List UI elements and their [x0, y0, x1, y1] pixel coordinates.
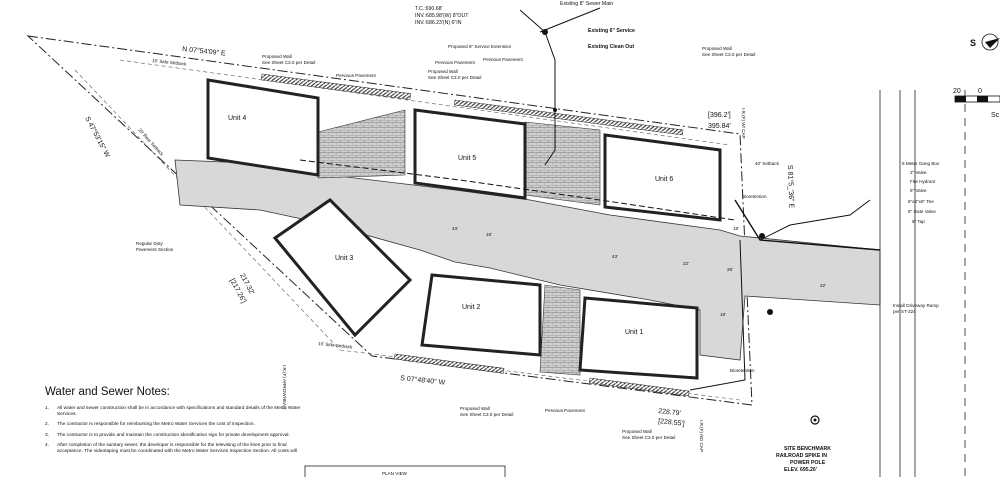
tee-label: 6"x2"x6" Tee: [908, 199, 934, 204]
north-arrow-icon: [981, 33, 1000, 51]
scale-bar: [954, 95, 1000, 103]
benchmark-label: RAILROAD SPIKE IN: [776, 453, 827, 459]
inv-out-label: INV.:685.98'(W) 8"OUT: [415, 13, 469, 19]
regular-pavement-label: Pavement Section: [136, 247, 174, 252]
pervious-pavement-label: Pervious Pavement: [435, 60, 476, 65]
unit-label: Unit 2: [462, 304, 480, 311]
sewer-main-label: Existing 8" Sewer Main: [560, 1, 613, 7]
proposed-wall-label: Proposed Wall: [262, 54, 292, 59]
plan-view-title: PLAN VIEW: [382, 471, 408, 476]
valve-label: 2" Valve: [910, 170, 927, 175]
proposed-wall-detail-label: See Sheet C3.0 per Detail: [702, 52, 755, 57]
driveway-ramp-label: Install Driveway Ramp: [893, 303, 939, 308]
proposed-wall-label: Proposed Wall: [622, 429, 652, 434]
tap-label: 6" Tap: [912, 219, 925, 224]
driveway-ramp-label: per ST-324: [893, 309, 916, 314]
valve-label: 6" Valve: [910, 188, 927, 193]
notes-title: Water and Sewer Notes:: [45, 386, 170, 398]
south-bearing-label: S 07°48'40" W: [400, 374, 446, 387]
setback-lines: [74, 59, 741, 401]
proposed-wall-label: Proposed Wall: [428, 69, 458, 74]
pervious-pavement-label: Pervious Pavement: [545, 408, 586, 413]
proposed-wall-label: Proposed Wall: [460, 406, 490, 411]
scale-label: Sc: [991, 112, 1000, 119]
note-item: 4.After completion of the sanitary sewer…: [45, 442, 297, 455]
bioretention-label: Bioretention: [742, 194, 767, 199]
pervious-pavement-label: Pervious Pavement: [483, 57, 524, 62]
road-edge-lines: [879, 90, 966, 477]
proposed-wall-detail-label: See Sheet C3.0 per Detail: [262, 60, 315, 65]
plan-view-title-box: [304, 465, 506, 477]
proposed-service-ext-label: Proposed 6" Service Extension: [448, 44, 512, 49]
dimension-label: 18': [733, 226, 739, 231]
east-bearing-label: S 81°5_'36" E: [786, 165, 796, 209]
unit-label: Unit 5: [458, 155, 476, 162]
benchmark-label: SITE BENCHMARK: [784, 446, 831, 452]
regular-pavement-label: Regular Duty: [136, 241, 164, 246]
dimension-label: 18': [720, 312, 726, 317]
unit-label: Unit 4: [228, 115, 246, 122]
dimension-label: [228.55']: [658, 418, 685, 428]
benchmark-label: ELEV. 695.26': [784, 467, 817, 473]
pervious-pavement-areas: [317, 109, 601, 376]
existing-service-label: Existing 6" Service: [588, 28, 635, 34]
rear-setback-label: 20' Rear Setback: [137, 127, 165, 157]
side-setback-label: 10' Side Setback: [152, 58, 187, 67]
utility-lines: [299, 7, 881, 391]
dimension-label: 18': [486, 232, 492, 237]
scale-label: 20: [953, 88, 961, 95]
unit-3-building: [272, 198, 413, 338]
iron-rod-arrowhead-label: I.R.(F) ARROWHEAD: [282, 365, 287, 410]
unit-buildings: [206, 78, 722, 380]
scale-label: 0: [978, 88, 982, 95]
proposed-wall-detail-label: See Sheet C3.0 per Detail: [622, 435, 675, 440]
unit-6-building: [603, 133, 722, 222]
notes-list: 1.All water and sewer construction shall…: [45, 406, 305, 455]
unit-2-building: [420, 273, 542, 357]
dimension-label: 395.84': [708, 123, 731, 130]
dimension-label: [396.2']: [708, 112, 731, 119]
unit-5-building: [413, 108, 527, 200]
benchmark-label: POWER POLE: [790, 460, 826, 466]
unit-label: Unit 3: [335, 255, 353, 262]
fire-hydrant-label: Fire Hydrant: [910, 179, 936, 184]
water-sewer-notes: Water and Sewer Notes: 1.All water and s…: [45, 386, 305, 459]
meter-box-label: 6 Meter Gang Box: [902, 161, 940, 166]
existing-cleanout-label: Existing Clean Out: [588, 44, 634, 50]
note-item: 1.All water and sewer construction shall…: [45, 406, 301, 418]
proposed-wall-label: Proposed Wall: [702, 46, 732, 51]
dimension-label: 22': [683, 261, 689, 266]
east-setback-label: 40' Setback: [755, 161, 780, 166]
proposed-wall-detail-label: See Sheet C3.0 per Detail: [428, 75, 481, 80]
dimension-label: 228.79': [658, 408, 681, 417]
note-item: 3.The contractor is to provide and maint…: [45, 432, 290, 438]
note-item: 2.The contractor is responsible for reim…: [45, 422, 255, 428]
iron-rod-cap-label: I.R.(F) W/ CAP: [741, 108, 746, 139]
north-bearing-label: N 07°54'09" E: [182, 45, 227, 58]
dimension-label: 26': [727, 267, 733, 272]
dimension-label: 22': [820, 283, 826, 288]
proposed-wall-detail-label: See Sheet C3.0 per Detail: [460, 412, 513, 417]
west-bearing-label: S 47°53'15" W: [83, 115, 111, 159]
iron-rod-nocap-label: I.R.(F) NO CAP: [699, 420, 704, 452]
side-setback-label: 10' Side Setback: [318, 341, 353, 350]
unit-label: Unit 6: [655, 176, 673, 183]
dimension-label: 43': [452, 226, 458, 231]
proposed-walls: [260, 73, 690, 397]
dimension-label: 43': [612, 254, 618, 259]
bioretention-label: Bioretention: [730, 368, 755, 373]
compass-label: S: [970, 38, 976, 48]
unit-label: Unit 1: [625, 329, 643, 336]
utility-structures: [542, 29, 820, 425]
tc-label: T.C.:690.68': [415, 6, 443, 12]
unit-4-building: [206, 78, 320, 177]
inv-in-label: INV.:686.23'(N) 6"IN: [415, 20, 462, 26]
unit-1-building: [578, 296, 699, 380]
gate-valve-label: 8" Gate Valve: [908, 209, 936, 214]
pervious-pavement-label: Pervious Pavement: [336, 73, 377, 78]
